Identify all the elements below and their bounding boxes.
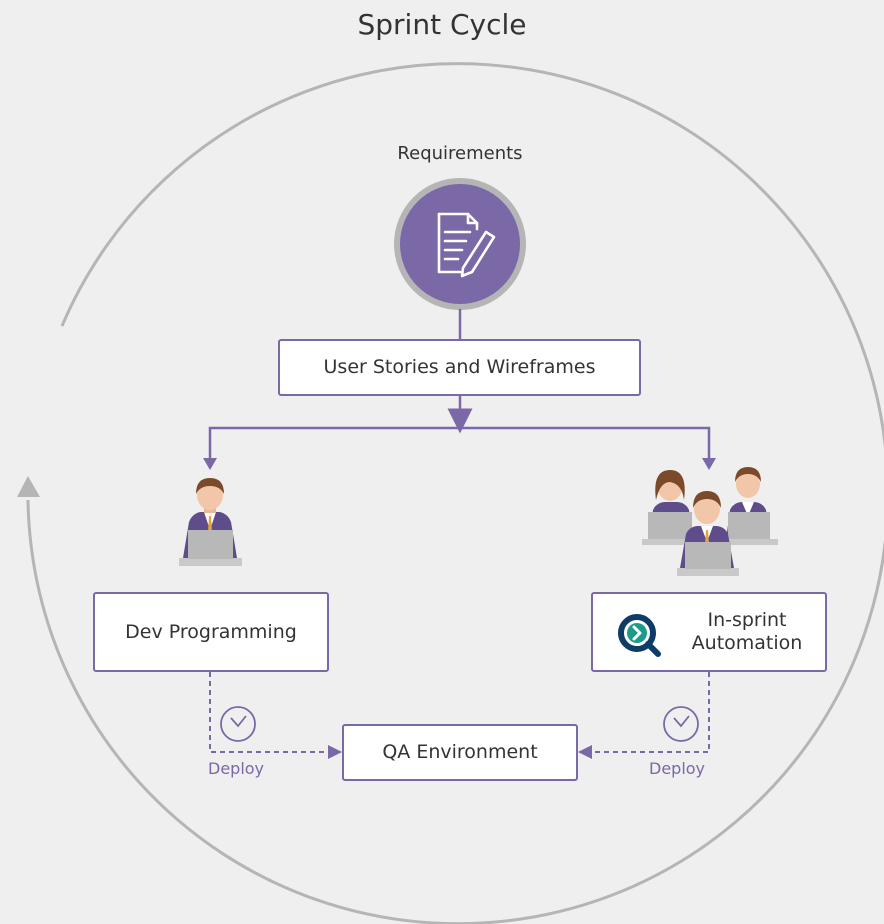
- requirements-node: [394, 178, 526, 310]
- arrow-into-qa-right: [578, 745, 592, 759]
- user-stories-label: User Stories and Wireframes: [323, 356, 596, 379]
- cycle-arrowhead: [17, 476, 40, 497]
- cycle-arc: [26, 62, 884, 924]
- q-logo-icon: [618, 614, 661, 657]
- dev-programming-box: Dev Programming: [93, 592, 329, 672]
- clock-icon: [220, 706, 256, 742]
- deploy-label-right: Deploy: [649, 759, 706, 778]
- arrow-into-qa-left: [328, 745, 342, 759]
- clock-icon: [663, 706, 699, 742]
- deploy-label-left: Deploy: [208, 759, 265, 778]
- qa-environment-label: QA Environment: [382, 741, 538, 764]
- branch-connector: [208, 426, 711, 468]
- diagram-title: Sprint Cycle: [357, 8, 527, 41]
- qa-environment-box: QA Environment: [342, 724, 578, 781]
- person-laptop-icon: [179, 478, 242, 566]
- requirements-label: Requirements: [397, 143, 523, 164]
- document-edit-icon: [437, 212, 496, 278]
- arrow-left-branch: [203, 458, 217, 470]
- arrow-right-branch: [702, 458, 716, 470]
- in-sprint-automation-box: In-sprint Automation: [591, 592, 827, 672]
- user-stories-box: User Stories and Wireframes: [278, 339, 641, 396]
- in-sprint-automation-label: In-sprint Automation: [691, 609, 803, 654]
- team-laptops-icon: [642, 467, 778, 576]
- dev-programming-label: Dev Programming: [125, 620, 297, 643]
